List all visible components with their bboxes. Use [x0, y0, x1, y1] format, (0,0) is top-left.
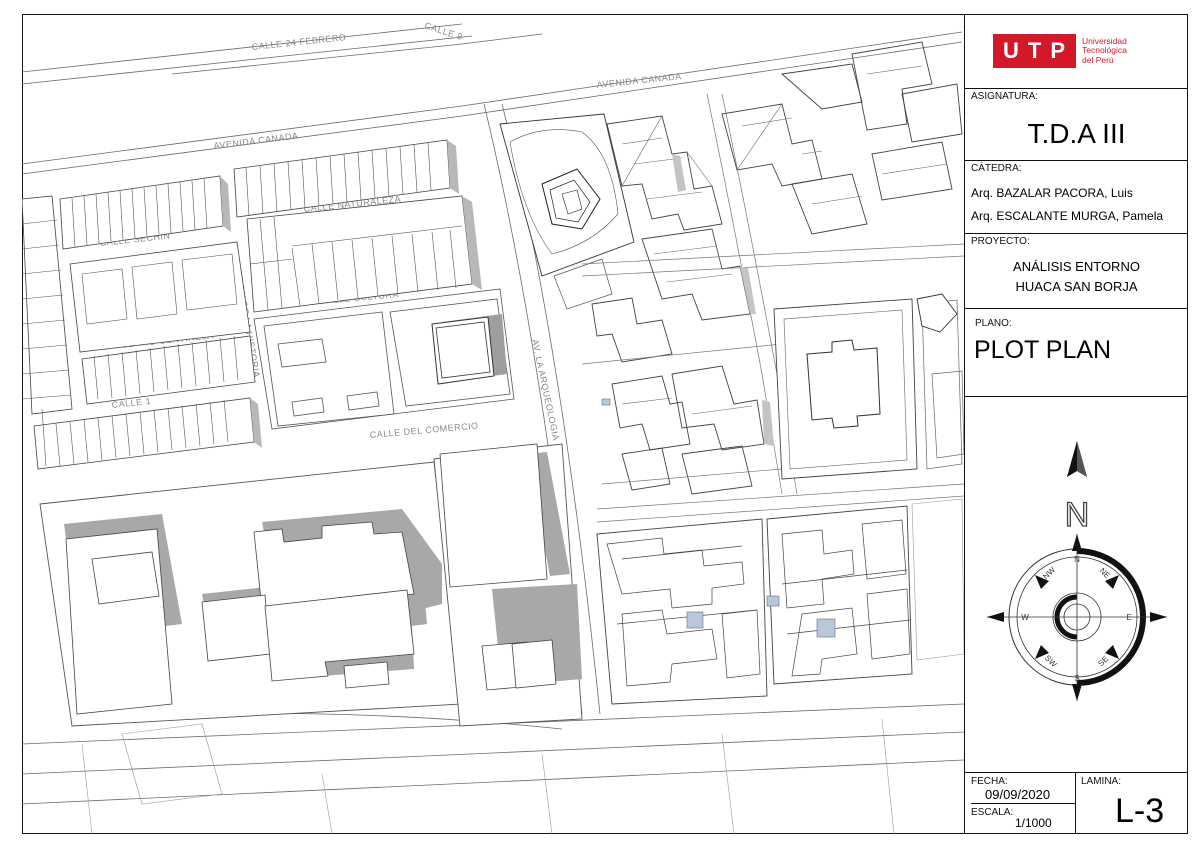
plano-value: PLOT PLAN — [974, 336, 1112, 364]
south-residential-blocks — [596, 498, 964, 705]
logo-line-3: del Perú — [1082, 54, 1114, 65]
label-avenida-canada-1: AVENIDA CANADA — [213, 131, 299, 151]
divider — [965, 88, 1188, 89]
compass-w: W — [1021, 613, 1029, 622]
block-west-edge — [22, 195, 73, 415]
compass-ne: NE — [1098, 566, 1112, 580]
plano-label: PLANO: — [975, 318, 1012, 329]
logo-line-2: Tecnológica — [1082, 45, 1127, 56]
huaca-san-borja-site — [499, 113, 635, 310]
utp-logo-mark: UTP — [993, 34, 1076, 68]
utp-logo-text: Universidad Tecnológica del Perú — [1082, 35, 1152, 66]
lamina-value: L-3 — [1115, 792, 1165, 830]
divider — [965, 772, 1188, 773]
divider — [965, 160, 1188, 161]
catedra-line-2: Arq. ESCALANTE MURGA, Pamela — [971, 209, 1164, 223]
tall-building-shadowed — [431, 314, 507, 385]
divider-vertical — [1075, 772, 1076, 834]
fecha-value: 09/09/2020 — [985, 787, 1051, 802]
compass-s: S — [1074, 674, 1079, 683]
label-calle-del-comercio: CALLE DEL COMERCIO — [369, 421, 479, 440]
asignatura-value: T.D.A III — [1027, 118, 1126, 149]
divider — [971, 803, 1075, 804]
north-compass: N N NE E SE S SW W NW — [987, 441, 1167, 701]
divider — [965, 308, 1188, 309]
proyecto-line-2: HUACA SAN BORJA — [1015, 279, 1138, 294]
escala-label: ESCALA: — [971, 807, 1014, 818]
divider — [965, 396, 1188, 397]
compass-n: N — [1074, 555, 1080, 564]
proyecto-label: PROYECTO: — [971, 236, 1030, 247]
commercial-megablock — [39, 461, 463, 727]
block-sechin-north — [59, 175, 224, 250]
avenida-canada-road-edge — [22, 31, 963, 165]
title-block-panel: UTP Universidad Tecnológica del Perú ASI… — [964, 14, 1188, 834]
utp-logo: UTP Universidad Tecnológica del Perú — [993, 34, 1152, 68]
proyecto-line-1: ANÁLISIS ENTORNO — [1013, 259, 1140, 274]
label-calle-24-febrero: CALLE 24 FEBRERO — [251, 32, 347, 52]
block-comercio-north — [253, 288, 515, 430]
compass-se: SE — [1096, 654, 1110, 668]
block-sechin-south — [69, 241, 251, 353]
site-plan-map: CALLE 24 FEBRERO CALLE 8 AVENIDA CANADA … — [22, 14, 964, 834]
label-av-arqueologia: AV. LA ARQUEOLOGIA — [530, 338, 561, 441]
lamina-label: LAMINA: — [1081, 776, 1122, 787]
logo-line-1: Universidad — [1082, 35, 1127, 46]
office-block-shadowed — [433, 443, 583, 727]
north-letter: N — [1065, 496, 1090, 534]
compass-e: E — [1126, 613, 1131, 622]
divider — [965, 233, 1188, 234]
catedra-label: CÁTEDRA: — [971, 163, 1022, 174]
compass-sw: SW — [1043, 653, 1059, 669]
fecha-label: FECHA: — [971, 776, 1008, 787]
asignatura-label: ASIGNATURA: — [971, 91, 1039, 102]
catedra-line-1: Arq. BAZALAR PACORA, Luis — [971, 186, 1133, 200]
drawing-sheet-border — [22, 14, 1188, 834]
label-avenida-canada-2: AVENIDA CANADA — [596, 71, 682, 90]
escala-value: 1/1000 — [1015, 816, 1052, 830]
east-square-block — [773, 293, 964, 480]
